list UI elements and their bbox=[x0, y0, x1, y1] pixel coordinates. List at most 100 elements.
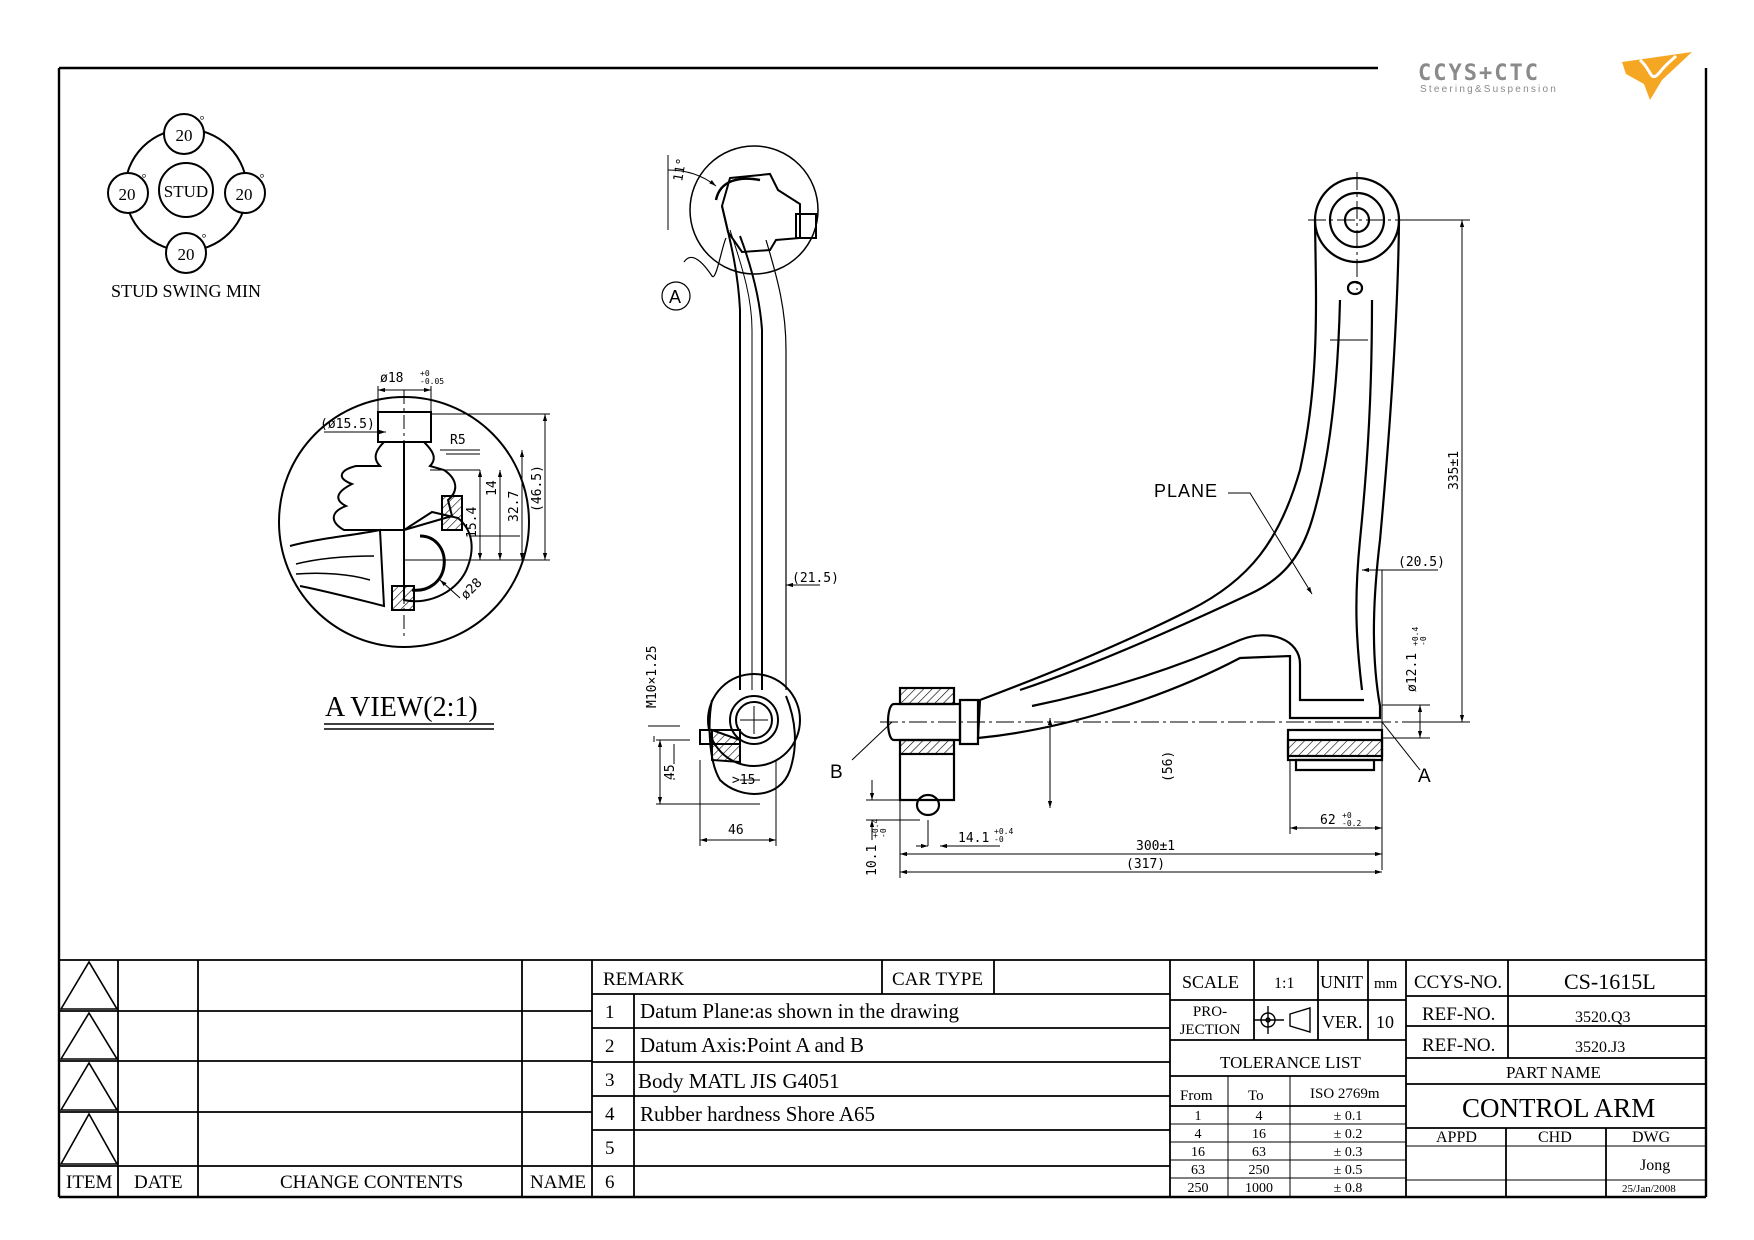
dwg-label: DWG bbox=[1632, 1129, 1671, 1146]
dim-56: (56) bbox=[1161, 751, 1176, 782]
svg-text:-0.2: -0.2 bbox=[1342, 819, 1361, 828]
ccys-no-label: CCYS-NO. bbox=[1414, 972, 1502, 993]
dim-d15-5: (ø15.5) bbox=[320, 417, 375, 432]
tol-row-5-tol: ± 0.8 bbox=[1334, 1181, 1363, 1196]
svg-text:-0.05: -0.05 bbox=[420, 377, 444, 386]
datum-b-label: B bbox=[830, 762, 843, 783]
side-view-datum-a: A bbox=[669, 287, 681, 307]
col-date: DATE bbox=[134, 1172, 183, 1193]
tol-row-3-from: 16 bbox=[1191, 1145, 1205, 1160]
tolerance-title: TOLERANCE LIST bbox=[1220, 1053, 1361, 1072]
dim-46-5: (46.5) bbox=[530, 465, 545, 512]
tol-row-5-from: 250 bbox=[1188, 1181, 1209, 1196]
ref-no-label-1: REF-NO. bbox=[1422, 1004, 1495, 1025]
logo-text: CCYS+CTC bbox=[1418, 61, 1540, 86]
title-block-grid bbox=[59, 959, 1706, 1197]
ref-no-value-2: 3520.J3 bbox=[1575, 1039, 1625, 1056]
plane-label: PLANE bbox=[1154, 481, 1218, 501]
scale-value: 1:1 bbox=[1274, 975, 1294, 992]
top-view-dimensions bbox=[851, 219, 1470, 878]
drawer-name: Jong bbox=[1640, 1157, 1670, 1174]
dim-r5: R5 bbox=[450, 433, 466, 448]
a-view-detail bbox=[278, 390, 530, 648]
projection-label-line1: PRO- bbox=[1193, 1004, 1227, 1020]
remark-1-text: Datum Plane:as shown in the drawing bbox=[640, 999, 960, 1023]
remark-4-text: Rubber hardness Shore A65 bbox=[640, 1102, 875, 1126]
svg-text:+0.4: +0.4 bbox=[871, 819, 880, 838]
stud-swing-bottom: 20 bbox=[178, 245, 195, 264]
chd-label: CHD bbox=[1538, 1129, 1572, 1146]
col-item: ITEM bbox=[66, 1172, 113, 1193]
stud-swing-right: 20 bbox=[236, 185, 253, 204]
dim-14: 14 bbox=[485, 480, 500, 496]
ref-no-label-2: REF-NO. bbox=[1422, 1035, 1495, 1056]
dim-300: 300±1 bbox=[1136, 839, 1175, 854]
svg-text:-0: -0 bbox=[994, 835, 1004, 844]
dim-62: 62 bbox=[1320, 813, 1336, 828]
datum-a-label: A bbox=[1418, 766, 1431, 787]
stud-swing-diagram bbox=[107, 113, 266, 274]
tol-row-3-to: 63 bbox=[1252, 1145, 1266, 1160]
stud-label: STUD bbox=[164, 182, 208, 201]
svg-text:+0: +0 bbox=[1342, 811, 1352, 820]
tol-row-5-to: 1000 bbox=[1245, 1181, 1273, 1196]
stud-swing-top: 20 bbox=[176, 126, 193, 145]
remark-2-text: Datum Axis:Point A and B bbox=[640, 1033, 864, 1057]
dim-gt15: >15 bbox=[732, 773, 755, 788]
tol-from-header: From bbox=[1180, 1088, 1213, 1104]
remark-5-no: 5 bbox=[605, 1138, 615, 1159]
remark-6-no: 6 bbox=[605, 1172, 615, 1193]
degree-mark-bottom: ° bbox=[202, 231, 207, 245]
dim-angle-11: 11° bbox=[671, 157, 690, 183]
remark-3-text: Body MATL JIS G4051 bbox=[638, 1069, 840, 1093]
svg-text:-0: -0 bbox=[879, 828, 888, 838]
dim-thread: M10×1.25 bbox=[645, 645, 660, 708]
remark-4-no: 4 bbox=[605, 1104, 615, 1125]
a-view-title: A VIEW(2:1) bbox=[325, 692, 478, 723]
top-view bbox=[886, 176, 1401, 817]
projection-label-line2: JECTION bbox=[1180, 1022, 1241, 1038]
scale-label: SCALE bbox=[1182, 972, 1239, 992]
stud-swing-caption: STUD SWING MIN bbox=[111, 281, 261, 301]
tol-row-1-from: 1 bbox=[1195, 1109, 1202, 1124]
svg-text:+0.4: +0.4 bbox=[1411, 627, 1420, 646]
svg-text:+0.4: +0.4 bbox=[994, 827, 1013, 836]
ref-no-value-1: 3520.Q3 bbox=[1575, 1009, 1631, 1026]
part-name-label: PART NAME bbox=[1506, 1063, 1601, 1082]
tol-row-1-tol: ± 0.1 bbox=[1334, 1109, 1363, 1124]
dim-21-5: (21.5) bbox=[792, 571, 839, 586]
ccys-no-value: CS-1615L bbox=[1564, 969, 1656, 994]
tolerance-superscript: +0.4-0 bbox=[871, 819, 888, 838]
ver-value: 10 bbox=[1376, 1012, 1394, 1032]
side-view bbox=[689, 145, 819, 795]
side-view-dimensions bbox=[648, 155, 820, 846]
dim-10-1: 10.1 bbox=[865, 845, 880, 876]
dim-d12-1: ø12.1 bbox=[1405, 653, 1420, 692]
dim-45: 45 bbox=[663, 764, 678, 780]
unit-value: mm bbox=[1374, 976, 1398, 992]
tolerance-superscript: +0-0.05 bbox=[420, 369, 444, 386]
appd-label: APPD bbox=[1436, 1129, 1477, 1146]
logo-tagline: Steering&Suspension bbox=[1420, 84, 1558, 95]
projection-symbol-icon bbox=[1254, 1006, 1311, 1034]
tol-row-4-to: 250 bbox=[1249, 1163, 1270, 1178]
remark-header: REMARK bbox=[603, 969, 685, 990]
top-view-centerlines bbox=[880, 172, 1420, 723]
tol-row-2-tol: ± 0.2 bbox=[1334, 1127, 1363, 1142]
unit-label: UNIT bbox=[1320, 972, 1363, 992]
col-name: NAME bbox=[530, 1172, 586, 1193]
degree-mark-left: ° bbox=[142, 171, 147, 185]
a-view-dimensions bbox=[324, 386, 550, 599]
ver-label: VER. bbox=[1322, 1012, 1363, 1032]
drawn-date: 25/Jan/2008 bbox=[1622, 1183, 1676, 1195]
dim-d28: ø28 bbox=[458, 576, 485, 603]
tolerance-superscript: +0.4-0 bbox=[994, 827, 1013, 844]
tolerance-superscript: +0-0.2 bbox=[1342, 811, 1361, 828]
dim-32-7: 32.7 bbox=[507, 491, 522, 522]
svg-text:-0: -0 bbox=[1419, 636, 1428, 646]
dim-20-5: (20.5) bbox=[1398, 555, 1445, 570]
stud-swing-left: 20 bbox=[119, 185, 136, 204]
remark-3-no: 3 bbox=[605, 1070, 615, 1091]
dim-46: 46 bbox=[728, 823, 744, 838]
tol-to-header: To bbox=[1248, 1088, 1264, 1104]
